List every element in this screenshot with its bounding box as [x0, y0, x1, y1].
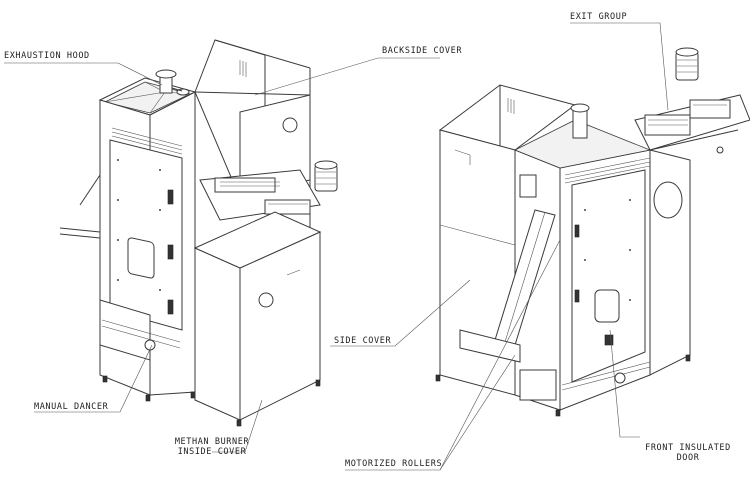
label-exit-group: EXIT GROUP [570, 12, 628, 22]
label-exhaustion-hood: EXHAUSTION HOOD [4, 51, 90, 61]
label-side-cover: SIDE COVER [334, 336, 392, 346]
label-front-insulated-line1: FRONT INSULATED [645, 443, 731, 453]
right-machine [435, 47, 750, 417]
label-backside-cover: BACKSIDE COVER [382, 46, 463, 56]
label-front-insulated-line2: DOOR [676, 453, 700, 463]
label-front-insulated-door: FRONT INSULATED DOOR [636, 443, 740, 463]
label-manual-dancer: MANUAL DANCER [34, 402, 109, 412]
label-motorized-rollers: MOTORIZED ROLLERS [345, 459, 443, 469]
label-methan-burner-line2: INSIDE COVER [177, 447, 247, 457]
leader-lines [4, 22, 669, 471]
label-methan-burner-line1: METHAN BURNER [174, 437, 250, 447]
left-machine [59, 39, 338, 427]
label-methan-burner: METHAN BURNER INSIDE COVER [156, 437, 268, 457]
